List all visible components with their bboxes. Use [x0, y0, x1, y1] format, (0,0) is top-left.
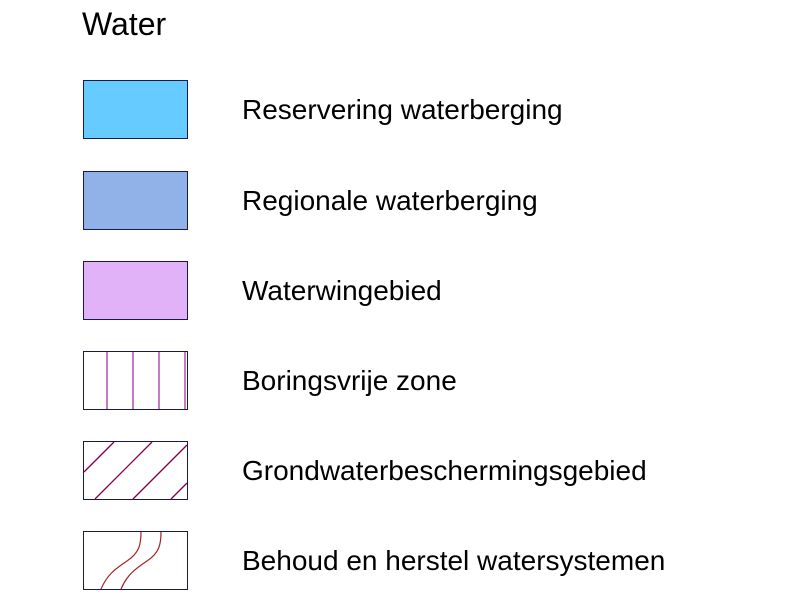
legend-title: Water — [82, 6, 167, 42]
diagonal-hatch-swatch-icon — [83, 441, 188, 500]
legend-item-grondwaterbeschermingsgebied: Grondwaterbeschermingsgebied — [0, 441, 795, 501]
legend-item-label: Boringsvrije zone — [242, 365, 457, 396]
legend-item-boringsvrije-zone: Boringsvrije zone — [0, 351, 795, 411]
wavy-lines-swatch-icon — [83, 531, 188, 590]
legend-item-reservering-waterberging: Reservering waterberging — [0, 80, 795, 140]
solid-lilac-swatch-icon — [83, 261, 188, 320]
legend-item-label: Regionale waterberging — [242, 185, 538, 216]
legend-item-label: Grondwaterbeschermingsgebied — [242, 455, 647, 486]
legend-item-label: Reservering waterberging — [242, 94, 563, 125]
legend-item-waterwingebied: Waterwingebied — [0, 261, 795, 321]
legend-item-behoud-en-herstel-watersystemen: Behoud en herstel watersystemen — [0, 531, 795, 591]
legend-item-regionale-waterberging: Regionale waterberging — [0, 171, 795, 231]
legend-item-label: Behoud en herstel watersystemen — [242, 545, 666, 576]
solid-medium-blue-swatch-icon — [83, 171, 188, 230]
vertical-hatch-swatch-icon — [83, 351, 188, 410]
solid-light-blue-swatch-icon — [83, 80, 188, 139]
legend-item-label: Waterwingebied — [242, 275, 442, 306]
